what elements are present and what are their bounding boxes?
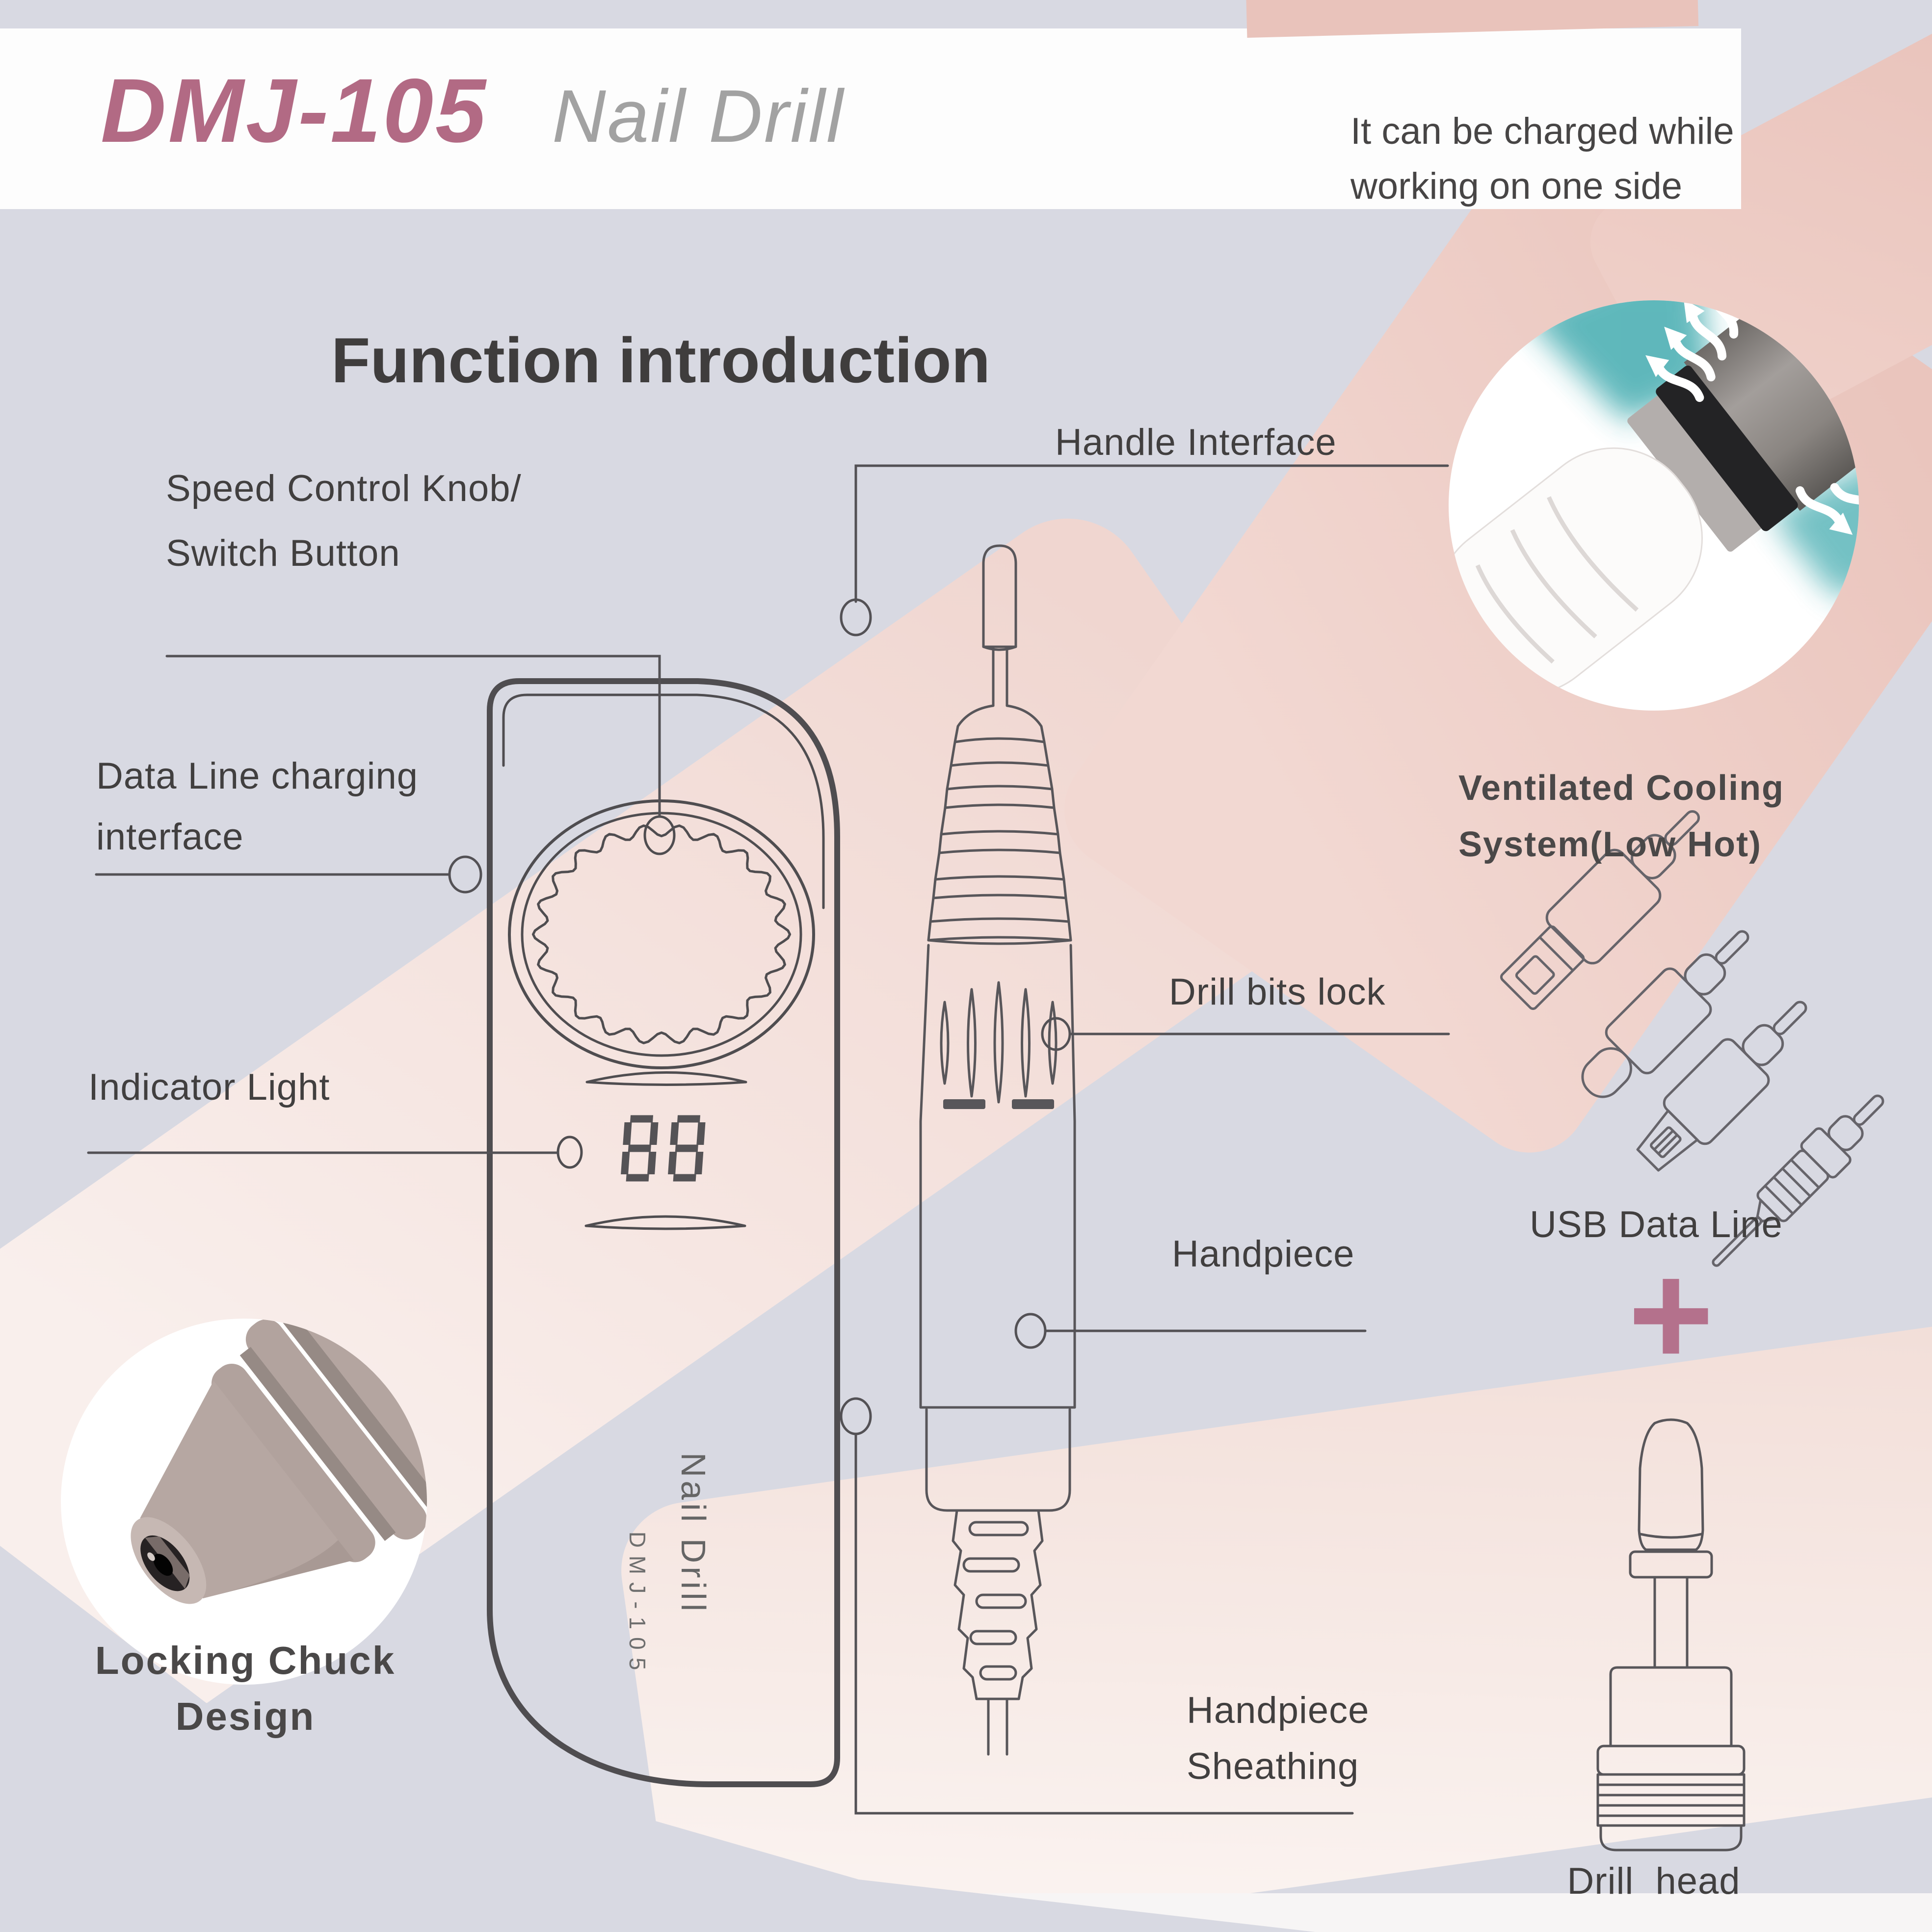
device-vertical-model: DMJ-105: [625, 1531, 650, 1678]
header-band: [0, 28, 1741, 209]
leader-speed-knob: [165, 655, 661, 817]
label-locking-chuck-2: Design: [175, 1694, 316, 1738]
label-indicator-light: Indicator Light: [88, 1066, 330, 1108]
charge-note: It can be charged while working on one s…: [1350, 104, 1734, 214]
label-handle-interface: Handle Interface: [1055, 422, 1337, 463]
usb-a-plug: [1500, 810, 1700, 1010]
label-ventilated-1: Ventilated Cooling: [1458, 768, 1785, 808]
label-sheathing-2: Sheathing: [1187, 1746, 1359, 1787]
label-drill-head: Drill head: [1567, 1860, 1741, 1902]
charge-note-line2: working on one side: [1350, 165, 1682, 207]
page-title: Function introduction: [331, 324, 991, 396]
label-speed-knob-2: Switch Button: [166, 532, 400, 574]
label-handpiece: Handpiece: [1172, 1233, 1355, 1275]
speed-display: [624, 1119, 702, 1178]
handpiece-sheath: [925, 1408, 1071, 1512]
control-unit-drawing: [487, 678, 840, 1787]
product-name: Nail Drill: [552, 75, 845, 158]
dc-plug: [1712, 1094, 1884, 1267]
micro-usb-plug: [1636, 1001, 1807, 1172]
plus-sign: +: [1628, 1232, 1714, 1397]
handpiece-body: [919, 944, 1076, 1409]
leader-sheathing: [854, 1432, 1354, 1815]
label-speed-knob-1: Speed Control Knob/: [166, 468, 522, 509]
cooling-inset-photo: [1449, 300, 1859, 711]
indicator-light-marker: [556, 1136, 583, 1169]
label-sheathing-1: Handpiece: [1187, 1690, 1370, 1731]
callout-leaders: [87, 464, 1450, 1815]
label-locking-chuck-1: Locking Chuck: [95, 1639, 396, 1682]
usb-plugs-drawing: [1500, 810, 1884, 1267]
label-data-line-2: interface: [96, 816, 244, 858]
device-vertical-name: Nail Drill: [674, 1452, 713, 1615]
handpiece-drawing: [919, 544, 1076, 1756]
label-usb-data-line: USB Data Line: [1530, 1204, 1783, 1245]
usb-c-plug: [1581, 930, 1749, 1098]
cable: [987, 1697, 1008, 1756]
leader-handle-interface: [854, 464, 1449, 603]
label-drill-bits-lock: Drill bits lock: [1169, 971, 1386, 1013]
label-data-line-1: Data Line charging: [96, 755, 418, 797]
drill-head-drawing: [1596, 1418, 1746, 1852]
strain-relief: [952, 1509, 1044, 1700]
cap-dome: [953, 704, 1046, 743]
drill-bit: [982, 544, 1017, 648]
chuck-inset-photo: [61, 1319, 427, 1685]
product-model: DMJ-105: [101, 60, 488, 161]
label-ventilated-2: System(Low Hot): [1458, 825, 1762, 864]
charge-note-line1: It can be charged while: [1350, 110, 1734, 152]
